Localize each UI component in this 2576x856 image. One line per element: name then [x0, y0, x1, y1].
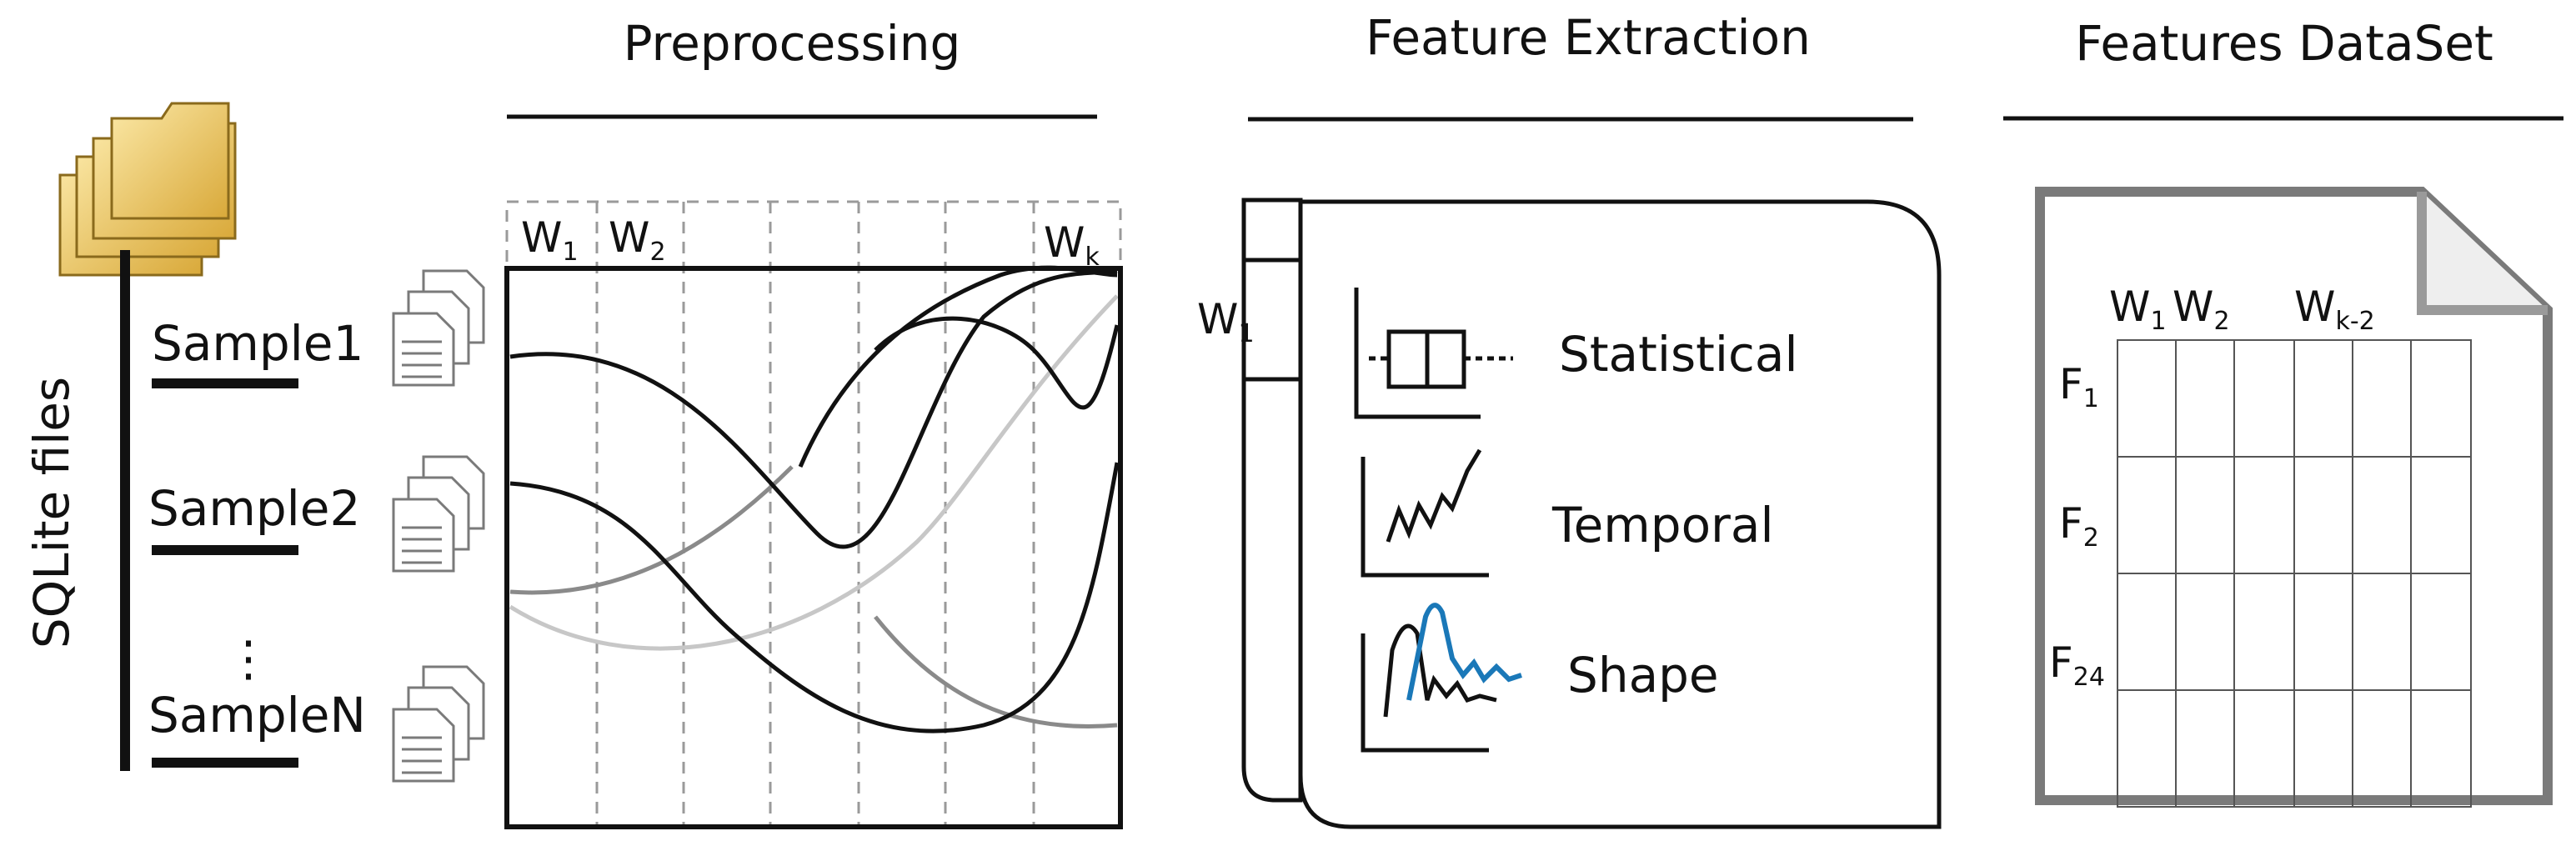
samples-ellipsis: ⋮	[224, 630, 273, 687]
stacked-card-back	[1241, 198, 1303, 803]
window-label-w2: W2	[609, 213, 666, 267]
document-stack-icon-1	[392, 269, 485, 387]
header-feature-extraction: Feature Extraction	[1366, 9, 1811, 66]
timeseries-icon	[1361, 448, 1489, 578]
window-label-w1-extraction: W1	[1197, 295, 1255, 348]
window-label-wk: Wk	[1044, 218, 1100, 272]
signal-curve-4	[874, 316, 1120, 410]
dataset-row-header-f2: F2	[2059, 499, 2099, 553]
dataset-table-grid	[2117, 339, 2472, 808]
header-features-dataset: Features DataSet	[2075, 15, 2493, 72]
signal-curve-3	[798, 265, 1118, 468]
signal-curve-1	[509, 268, 1118, 549]
dataset-col-header-w1: W1	[2109, 283, 2167, 336]
shape-waveform-icon	[1361, 603, 1522, 753]
dataset-row-header-f1: F1	[2059, 360, 2099, 413]
sample-n-label: SampleN	[148, 687, 366, 743]
dataset-col-header-wk2: Wk-2	[2294, 283, 2375, 336]
signal-curve-gray-2	[874, 615, 1118, 728]
signal-curve-gray	[509, 465, 794, 595]
document-stack-icon-3	[392, 665, 485, 783]
document-stack-icon-2	[392, 455, 485, 573]
card-tab	[1241, 198, 1303, 263]
feature-type-shape: Shape	[1567, 647, 1719, 703]
dataset-col-header-w2: W2	[2173, 283, 2230, 336]
window-dividers	[595, 202, 1035, 827]
folder-stack-icon	[58, 102, 237, 277]
dataset-row-header-f24: F24	[2049, 638, 2105, 692]
preprocessing-panel: W1 W2 Wk	[504, 200, 1123, 829]
feature-extraction-panel: W1 Statistical Temporal Shape	[1197, 198, 1942, 829]
sample-2-label: Sample2	[148, 480, 360, 537]
shape-waveform-accent	[1406, 603, 1522, 701]
header-preprocessing: Preprocessing	[624, 15, 961, 72]
sqlite-files-label: SQLite files	[23, 377, 80, 648]
feature-type-statistical: Statistical	[1559, 326, 1798, 383]
features-dataset-panel: W1 W2 Wk-2 F1 F2 F24	[2035, 187, 2553, 808]
window-header-strip	[505, 200, 1122, 270]
dataset-document-fold	[2417, 192, 2548, 315]
feature-type-temporal: Temporal	[1551, 497, 1774, 553]
window-label-w1: W1	[521, 213, 579, 267]
preprocessing-frame	[504, 266, 1123, 829]
boxplot-icon	[1354, 288, 1513, 419]
sample-1-label: Sample1	[152, 315, 363, 372]
signal-curve-2	[509, 462, 1120, 733]
signal-curve-light	[509, 294, 1119, 651]
